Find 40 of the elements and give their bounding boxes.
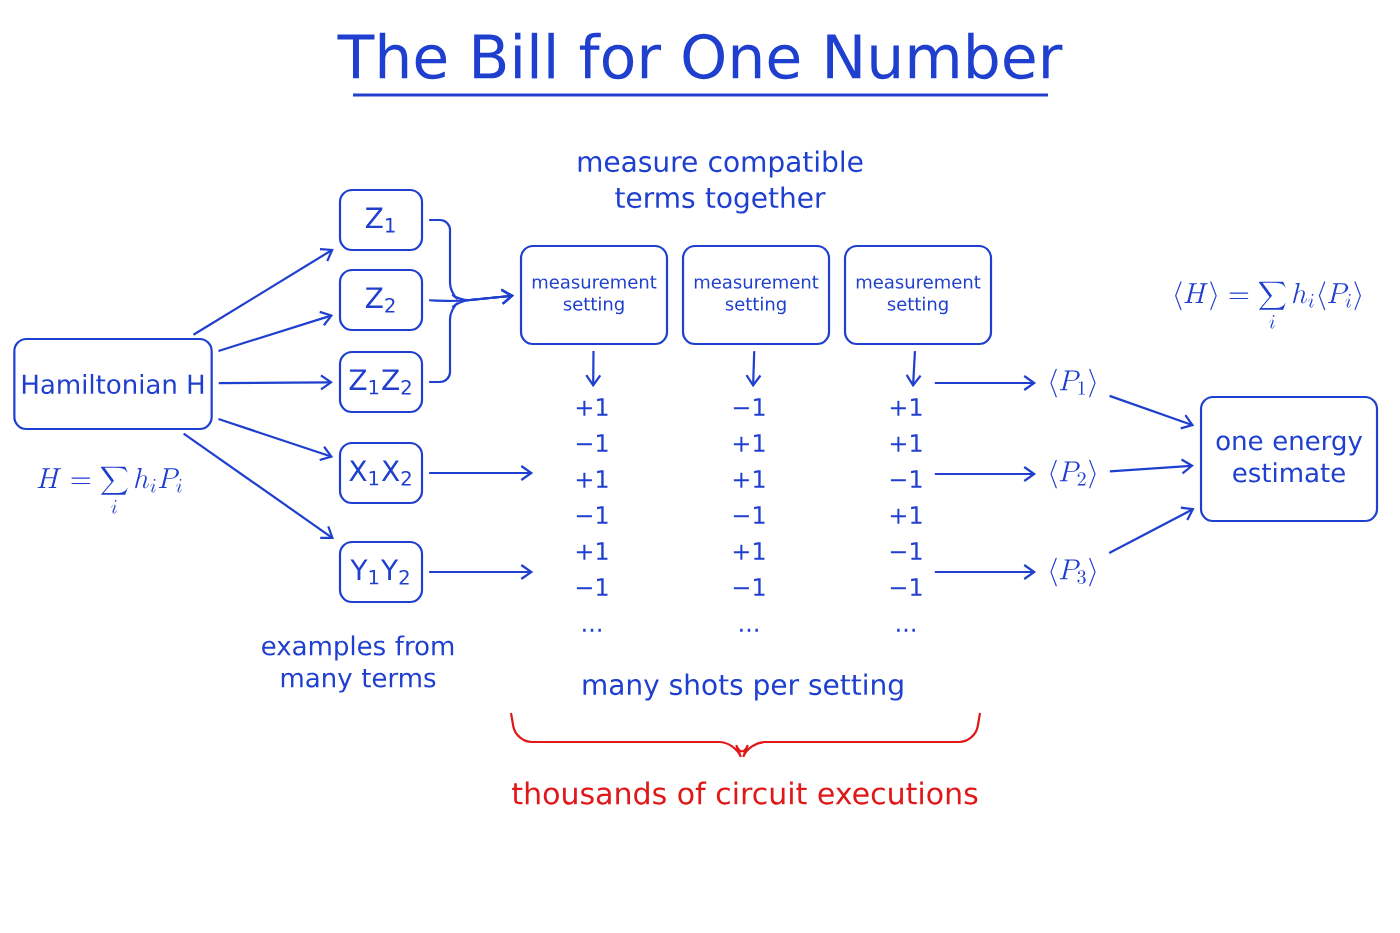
expectation-value: $\langle P_{1}\rangle$	[1050, 368, 1096, 398]
arrow	[934, 375, 1037, 391]
arrow	[934, 466, 1037, 482]
formula: $H = \sum_i h_i P_i$	[37, 466, 182, 514]
expectation-value: $\langle P_{2}\rangle$	[1050, 459, 1096, 489]
arrow	[934, 564, 1037, 580]
note-text: many shots per setting	[583, 673, 903, 701]
result-column: −1 +1 +1 −1 +1 −1 ...	[733, 398, 765, 632]
arrow	[905, 351, 922, 388]
arrow	[745, 351, 762, 388]
arrow	[585, 351, 602, 388]
term-box: X$_{1}$X$_{2}$	[338, 441, 424, 505]
result-column: +1 +1 −1 +1 −1 −1 ...	[890, 398, 922, 632]
brace-arrow	[429, 288, 514, 384]
arrow	[1109, 458, 1194, 475]
process-box: Hamiltonian H	[13, 337, 213, 431]
title: The Bill for One Number	[337, 32, 1063, 80]
setting-box: measurement setting	[681, 244, 831, 346]
expectation-value: $\langle P_{3}\rangle$	[1050, 557, 1096, 587]
arrow	[429, 564, 534, 580]
note-text: thousands of circuit executions	[512, 781, 978, 805]
arrow	[218, 310, 334, 352]
result-box: one energy estimate	[1199, 395, 1379, 523]
setting-box: measurement setting	[843, 244, 993, 346]
setting-box: measurement setting	[519, 244, 669, 346]
arrow	[183, 432, 334, 540]
arrow	[218, 417, 334, 462]
note-text: examples from many terms	[262, 635, 454, 693]
term-box: Z$_{2}$	[338, 268, 424, 332]
term-box: Y$_{1}$Y$_{2}$	[338, 540, 424, 604]
arrow	[1109, 394, 1195, 430]
arrow	[429, 465, 534, 481]
arrow	[192, 248, 334, 336]
arrow	[1108, 506, 1195, 555]
term-box: Z$_{1}$	[338, 188, 424, 252]
term-box: Z$_{1}$Z$_{2}$	[338, 350, 424, 414]
arrow	[218, 374, 333, 391]
formula: $\langle H\rangle = \sum_i h_i \langle P_i\rangle$	[1175, 281, 1361, 329]
result-column: +1 −1 +1 −1 +1 −1 ...	[576, 398, 608, 632]
note-text: measure compatible terms together	[578, 150, 863, 214]
